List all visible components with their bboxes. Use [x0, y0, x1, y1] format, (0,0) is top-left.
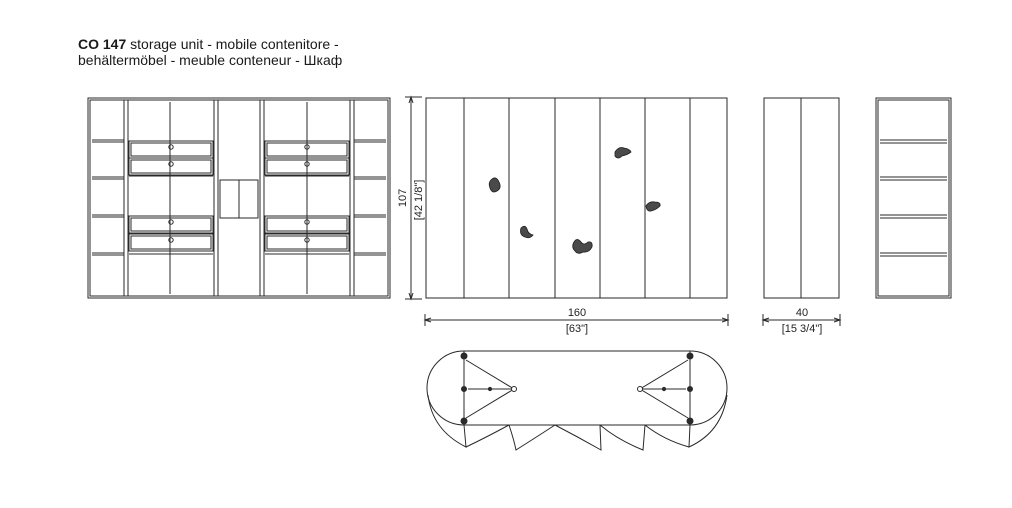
title-block: CO 147 storage unit - mobile contenitore…	[78, 36, 342, 68]
title-line-1: CO 147 storage unit - mobile contenitore…	[78, 36, 342, 52]
depth-cm-label: 40	[796, 307, 808, 319]
product-code: CO 147	[78, 36, 127, 52]
door-decoration-blobs	[488, 147, 661, 254]
right-shelves	[354, 139, 386, 256]
height-in-label: [42 1/8"]	[413, 180, 425, 221]
door-swings	[427, 394, 728, 451]
title-line-2: behältermöbel - meuble conteneur - Шкаф	[78, 52, 343, 68]
title-description: storage unit - mobile contenitore -	[126, 36, 339, 52]
width-cm-label: 160	[568, 307, 586, 319]
side-view	[763, 97, 840, 299]
front-view-closed	[425, 97, 728, 299]
width-in-label: [63"]	[566, 323, 588, 335]
top-plan-view	[426, 350, 728, 451]
width-dimension	[423, 314, 730, 326]
depth-dimension	[761, 314, 842, 326]
depth-in-label: [15 3/4"]	[782, 323, 823, 335]
front-view-open	[87, 97, 391, 299]
right-drawers	[264, 140, 350, 252]
left-shelves	[92, 139, 124, 256]
height-cm-label: 107	[397, 189, 409, 207]
height-dimension	[405, 95, 422, 301]
shelf-side-view	[875, 97, 952, 299]
left-drawers	[128, 140, 214, 252]
